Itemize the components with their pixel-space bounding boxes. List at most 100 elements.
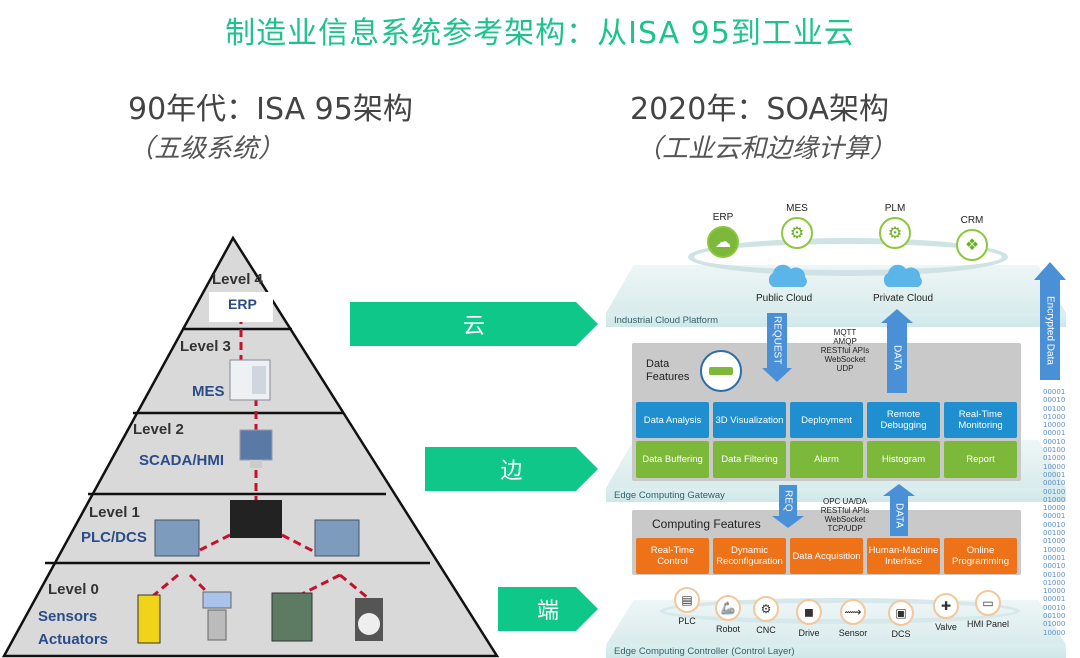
data-feature-box: Remote Debugging bbox=[867, 402, 940, 438]
private-cloud-icon bbox=[883, 264, 922, 287]
device-arrow: 端 bbox=[498, 587, 598, 631]
data-lower-arrow: DATA bbox=[890, 496, 908, 536]
level-4-name: ERP bbox=[228, 296, 257, 312]
binary-code: 00100 bbox=[1043, 529, 1066, 538]
request-arrowhead bbox=[762, 368, 792, 382]
device-label: Drive bbox=[798, 628, 820, 638]
level-2-name: SCADA/HMI bbox=[139, 452, 224, 469]
monitor-icon bbox=[239, 429, 273, 468]
controller-icon bbox=[230, 500, 282, 538]
sensor-icon: ⟿ bbox=[840, 599, 866, 625]
encrypted-arrowhead bbox=[1034, 262, 1066, 280]
device-label: HMI Panel bbox=[966, 619, 1010, 629]
data-up-arrow: DATA bbox=[887, 323, 907, 393]
device-label: Valve bbox=[935, 622, 957, 632]
isa95-pyramid bbox=[1, 235, 500, 658]
computing-feature-box: Real-Time Control bbox=[636, 538, 709, 574]
device-hmi-panel: ▭ HMI Panel bbox=[964, 590, 1012, 629]
encrypted-data-arrow: Encrypted Data bbox=[1040, 280, 1060, 380]
app-plm-label: PLM bbox=[884, 203, 906, 214]
level-0-label: Level 0 bbox=[48, 581, 99, 598]
data-feature-box: Report bbox=[944, 441, 1017, 478]
binary-code: 10000 bbox=[1043, 421, 1066, 430]
binary-code: 10000 bbox=[1043, 545, 1066, 554]
binary-code: 00100 bbox=[1043, 487, 1066, 496]
protocol-mqtt: MQTT bbox=[833, 328, 857, 337]
level-4-label: Level 4 bbox=[212, 271, 263, 288]
controller-panel-icon bbox=[271, 592, 313, 642]
protocol-restful: RESTful APIs bbox=[820, 506, 870, 515]
binary-code: 10000 bbox=[1043, 587, 1066, 596]
right-subheading: （工业云和边缘计算） bbox=[636, 134, 897, 164]
data-feature-box: Deployment bbox=[790, 402, 863, 438]
upper-protocols: MQTT AMQP RESTful APIs WebSocket UDP bbox=[815, 328, 875, 373]
protocol-udp: UDP bbox=[836, 364, 854, 373]
binary-code: 00010 bbox=[1043, 562, 1066, 571]
binary-code: 01000 bbox=[1043, 620, 1066, 629]
data-feature-box: Data Analysis bbox=[636, 402, 709, 438]
binary-code: 01000 bbox=[1043, 537, 1066, 546]
device-sensor: ⟿ Sensor bbox=[829, 599, 877, 638]
app-erp-label: ERP bbox=[712, 212, 734, 223]
device-drive: ◼ Drive bbox=[785, 599, 833, 638]
router-icon bbox=[700, 350, 742, 392]
lower-protocols: OPC UA/DA RESTful APIs WebSocket TCP/UDP bbox=[815, 497, 875, 533]
erp-icon bbox=[209, 292, 273, 322]
edge-computing-gateway: Edge Computing Gateway bbox=[606, 488, 1066, 502]
left-subheading: （五级系统） bbox=[128, 134, 285, 164]
data-feature-box: Data Filtering bbox=[713, 441, 786, 478]
dcs-icon: ▣ bbox=[888, 600, 914, 626]
hmi-panel-icon: ▭ bbox=[975, 590, 1001, 616]
level-0-name-actuators: Actuators bbox=[38, 631, 109, 648]
data-arrowhead bbox=[881, 309, 913, 323]
level-3-label: Level 3 bbox=[180, 338, 231, 355]
protocol-tcpudp: TCP/UDP bbox=[827, 524, 863, 533]
level-2-label: Level 2 bbox=[133, 421, 184, 438]
request-arrow: REQUEST bbox=[767, 313, 787, 368]
binary-code: 00100 bbox=[1043, 404, 1066, 413]
gear-cycle-icon: ⚙ bbox=[879, 217, 911, 249]
binary-code: 10000 bbox=[1043, 504, 1066, 513]
binary-code: 01000 bbox=[1043, 412, 1066, 421]
binary-code: 00100 bbox=[1043, 570, 1066, 579]
level-1-name: PLC/DCS bbox=[81, 529, 147, 546]
binary-code: 00001 bbox=[1043, 388, 1066, 396]
device-ring bbox=[660, 598, 1020, 624]
binary-code: 00001 bbox=[1043, 470, 1066, 479]
valve-icon: ✚ bbox=[933, 593, 959, 619]
req-arrowhead bbox=[772, 516, 804, 528]
level-1-label: Level 1 bbox=[89, 504, 140, 521]
data-feature-box: Real-Time Monitoring bbox=[944, 402, 1017, 438]
plc-icon bbox=[314, 519, 360, 557]
public-cloud-icon bbox=[768, 264, 807, 287]
drive-icon: ◼ bbox=[796, 599, 822, 625]
device-label: Sensor bbox=[838, 628, 868, 638]
data-features-title-line1: Data bbox=[646, 358, 670, 370]
app-ring bbox=[688, 238, 1008, 276]
plc-icon: ▤ bbox=[674, 587, 700, 613]
computing-feature-box: Human-Machine Interface bbox=[867, 538, 940, 574]
private-cloud-label: Private Cloud bbox=[873, 293, 934, 304]
device-dcs: ▣DCS bbox=[877, 600, 925, 639]
industrial-cloud-platform: Industrial Cloud Platform bbox=[606, 313, 1066, 327]
device-label: Robot bbox=[715, 624, 741, 634]
cloud-gear-icon: ☁ bbox=[707, 226, 739, 258]
level-0-name-sensors: Sensors bbox=[38, 608, 98, 625]
binary-code: 10000 bbox=[1043, 462, 1066, 471]
computing-features-title: Computing Features bbox=[652, 517, 761, 531]
device-label: PLC bbox=[678, 616, 696, 626]
binary-code: 00001 bbox=[1043, 595, 1066, 604]
device-label: CNC bbox=[756, 625, 776, 635]
actuator-icon bbox=[137, 594, 161, 644]
binary-code: 01000 bbox=[1043, 578, 1066, 587]
protocol-websocket: WebSocket bbox=[824, 355, 866, 364]
data-features-title-line2: Features bbox=[646, 371, 690, 383]
protocol-restful: RESTful APIs bbox=[820, 346, 870, 355]
network-icon: ⚙ bbox=[781, 217, 813, 249]
app-erp: ERP ☁ bbox=[703, 212, 743, 258]
binary-code: 10000 bbox=[1043, 628, 1066, 637]
app-mes: MES⚙ bbox=[777, 203, 817, 249]
robot-icon: 🦾 bbox=[715, 595, 741, 621]
